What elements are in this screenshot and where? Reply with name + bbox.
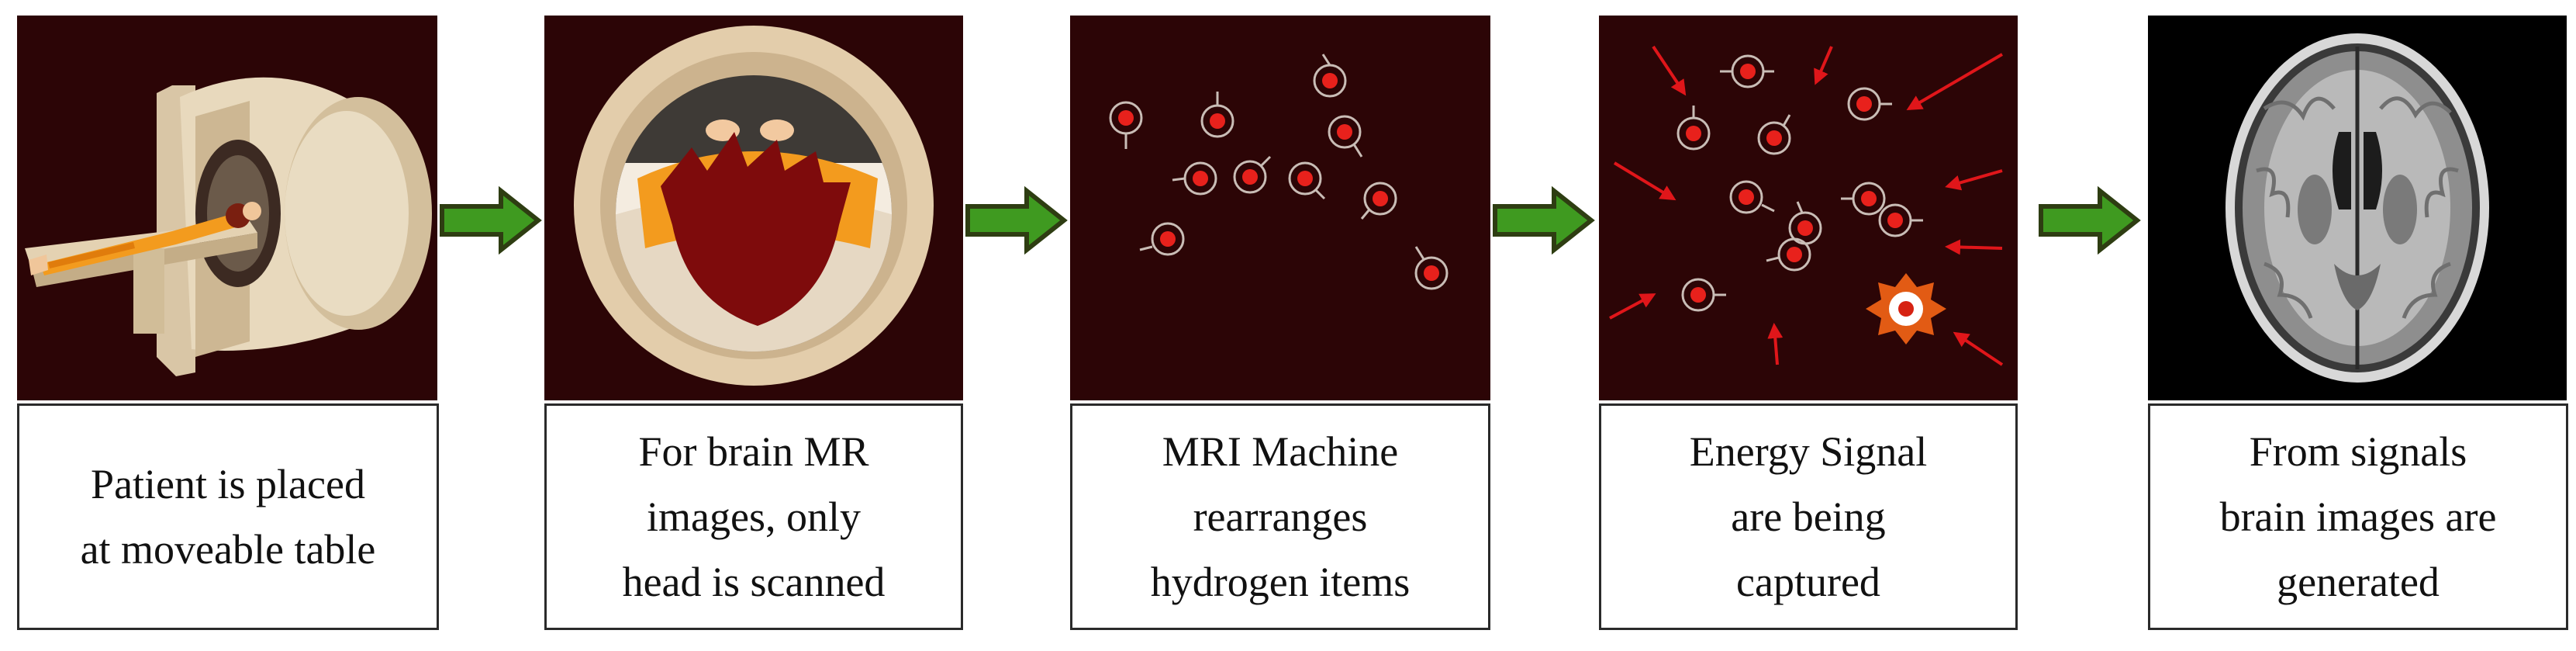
- step-1-caption: Patient is placed at moveable table: [17, 403, 439, 630]
- axial-brain-mri-icon: [2148, 16, 2567, 400]
- step-4-image: [1599, 16, 2018, 400]
- hydrogen-atoms-icon: [1070, 16, 1490, 400]
- caption-line: rearranges: [1193, 493, 1368, 540]
- step-4-caption: Energy Signal are being captured: [1599, 403, 2018, 630]
- caption-line: From signals: [2249, 428, 2467, 475]
- step-2-image: [544, 16, 963, 400]
- caption-line: generated: [2277, 559, 2440, 605]
- caption-line: are being: [1731, 493, 1886, 540]
- caption-line: images, only: [647, 493, 861, 540]
- step-2-caption: For brain MR images, only head is scanne…: [544, 403, 963, 630]
- caption-line: Patient is placed: [91, 461, 365, 507]
- energy-signal-icon: [1599, 16, 2018, 400]
- step-1-image: [17, 16, 437, 400]
- flow-arrow-2: [965, 186, 1069, 255]
- caption-line: brain images are: [2219, 493, 2497, 540]
- right-arrow-icon: [440, 186, 542, 255]
- caption-line: MRI Machine: [1162, 428, 1399, 475]
- caption-line: hydrogen items: [1150, 559, 1411, 605]
- step-5-caption: From signals brain images are generated: [2148, 403, 2568, 630]
- caption-line: head is scanned: [622, 559, 886, 605]
- flow-arrow-4: [2038, 186, 2142, 255]
- step-3-caption: MRI Machine rearranges hydrogen items: [1070, 403, 1490, 630]
- caption-line: For brain MR: [638, 428, 869, 475]
- caption-line: Energy Signal: [1689, 428, 1928, 475]
- caption-line: at moveable table: [80, 526, 376, 573]
- flow-arrow-3: [1492, 186, 1596, 255]
- right-arrow-icon: [1493, 186, 1595, 255]
- flow-arrow-1: [439, 186, 543, 255]
- right-arrow-icon: [965, 186, 1068, 255]
- right-arrow-icon: [2039, 186, 2141, 255]
- head-in-scanner-bore-icon: [544, 16, 963, 400]
- step-5-image: [2148, 16, 2567, 400]
- step-3-image: [1070, 16, 1490, 400]
- mri-scanner-patient-icon: [17, 16, 437, 400]
- caption-line: captured: [1736, 559, 1880, 605]
